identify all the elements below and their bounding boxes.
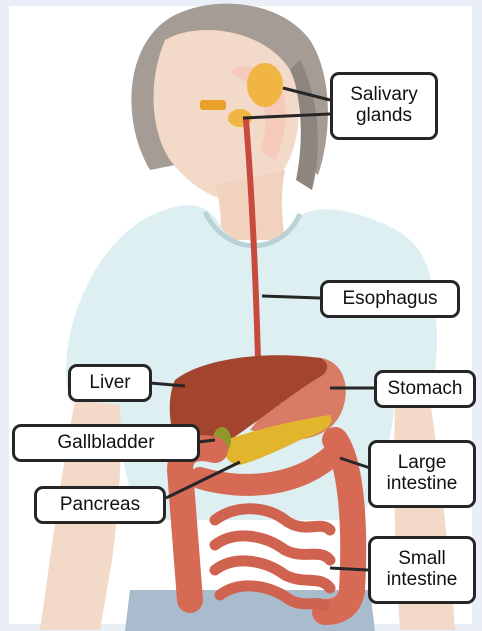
label-esophagus-text: Esophagus (342, 289, 437, 310)
leader-esophagus (262, 296, 320, 298)
salivary-gland-sublingual (200, 100, 226, 110)
label-salivary-glands: Salivary glands (330, 72, 438, 140)
label-salivary-glands-text: Salivary glands (350, 85, 418, 127)
salivary-gland-parotid (247, 63, 283, 107)
frame-left-edge (0, 0, 9, 631)
frame-right-edge (472, 0, 482, 631)
leader-gallbladder (198, 440, 215, 442)
label-pancreas-text: Pancreas (60, 495, 140, 516)
label-large-intestine: Large intestine (368, 440, 476, 508)
label-liver: Liver (68, 364, 152, 402)
label-esophagus: Esophagus (320, 280, 460, 318)
label-small-intestine-text: Small intestine (387, 549, 458, 591)
label-large-intestine-text: Large intestine (387, 453, 458, 495)
label-small-intestine: Small intestine (368, 536, 476, 604)
label-gallbladder: Gallbladder (12, 424, 200, 462)
small-intestine-loop-2 (215, 536, 330, 560)
label-liver-text: Liver (89, 373, 130, 394)
label-gallbladder-text: Gallbladder (57, 433, 154, 454)
label-pancreas: Pancreas (34, 486, 166, 524)
label-stomach-text: Stomach (388, 379, 463, 400)
leader-small-intestine (330, 568, 368, 570)
label-stomach: Stomach (374, 370, 476, 408)
